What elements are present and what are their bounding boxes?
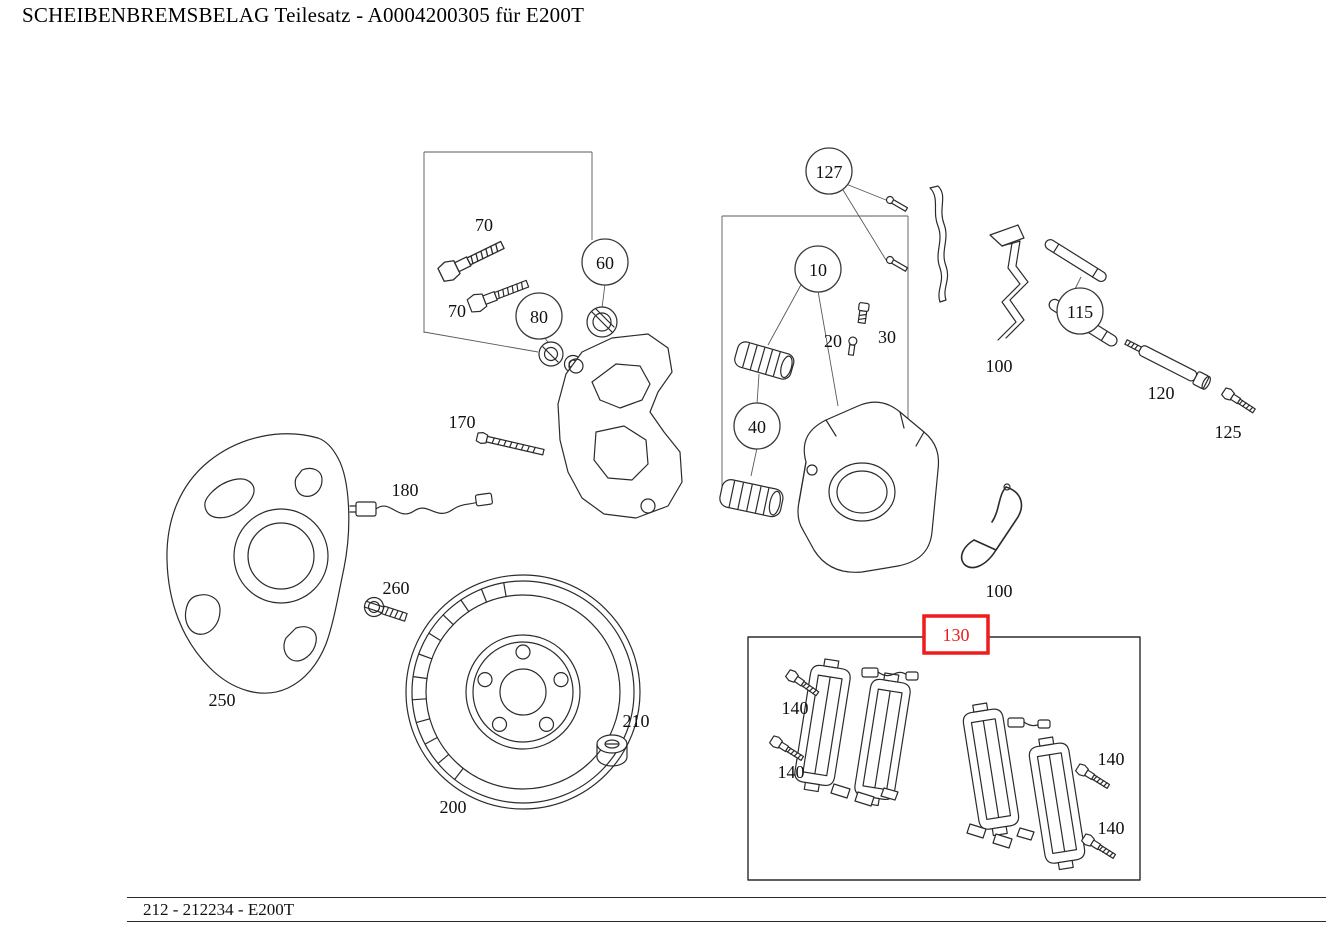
part-label-20[interactable]: 20 [824,331,842,351]
callout-label-60: 60 [596,253,614,273]
part-label-200[interactable]: 200 [440,797,467,817]
part-label-140c[interactable]: 140 [1098,749,1125,769]
callout-circle-10[interactable] [794,245,842,293]
part-label-125[interactable]: 125 [1215,422,1242,442]
part-cap-210 [596,734,628,767]
callout-40[interactable]: 40 [733,402,781,450]
part-bolt-260 [363,596,408,622]
part-guide-bushing-60 [586,306,618,338]
part-spring-100-bottom [960,483,1023,569]
part-label-100-bottom[interactable]: 100 [986,581,1013,601]
page-title: SCHEIBENBREMSBELAG Teilesatz - A00042003… [22,3,585,27]
callout-label-80: 80 [530,307,548,327]
part-label-30[interactable]: 30 [878,327,896,347]
callout-80[interactable]: 80 [515,292,563,340]
part-label-70b[interactable]: 70 [448,301,466,321]
selected-part-label: 130 [943,625,970,645]
part-label-250[interactable]: 250 [209,690,236,710]
footer-rule-top [127,897,1326,898]
part-pin-120 [1124,339,1211,390]
callout-circle-40[interactable] [733,402,781,450]
part-label-140a[interactable]: 140 [782,698,809,718]
part-guide-pin-upper [734,341,795,380]
callout-60[interactable]: 60 [581,238,629,286]
selected-part-highlight-box[interactable] [922,614,990,655]
part-label-100-top[interactable]: 100 [986,356,1013,376]
callout-circle-115[interactable] [1056,287,1104,335]
callout-circle-80[interactable] [515,292,563,340]
part-label-210[interactable]: 210 [623,711,650,731]
callout-115[interactable]: 115 [1056,287,1104,335]
part-brake-disc [405,574,641,810]
footer-rule-bottom [127,921,1326,922]
leader-lines [423,151,1082,504]
part-label-180[interactable]: 180 [392,480,419,500]
part-pins-127 [885,185,949,303]
part-bolt-125 [1220,386,1258,417]
part-label-140d[interactable]: 140 [1098,818,1125,838]
part-brake-pads [791,656,1088,873]
callout-circle-127[interactable] [805,147,853,195]
part-splash-shield [166,433,350,694]
part-bolt-70a [436,235,508,285]
callout-label-10: 10 [809,260,827,280]
part-valve-30 [857,302,870,324]
part-spring-100-top [989,224,1029,341]
part-label-260[interactable]: 260 [383,578,410,598]
part-bolt-170 [475,432,545,456]
callout-label-115: 115 [1067,302,1093,322]
footer-reference: 212 - 212234 - E200T [143,900,295,919]
callout-127[interactable]: 127 [805,147,853,195]
part-label-120[interactable]: 120 [1148,383,1175,403]
part-label-70a[interactable]: 70 [475,215,493,235]
part-guide-pin-lower [719,479,784,518]
part-label-140b[interactable]: 140 [778,762,805,782]
callout-10[interactable]: 10 [794,245,842,293]
part-caliper-carrier [557,333,683,519]
callout-label-40: 40 [748,417,766,437]
part-bleeder-20 [847,336,858,356]
part-brake-caliper [797,401,940,573]
selected-part-callout[interactable]: 130 [922,614,990,655]
part-label-170[interactable]: 170 [449,412,476,432]
callout-circle-60[interactable] [581,238,629,286]
part-wear-sensor-180 [349,492,493,517]
callout-label-127: 127 [816,162,843,182]
